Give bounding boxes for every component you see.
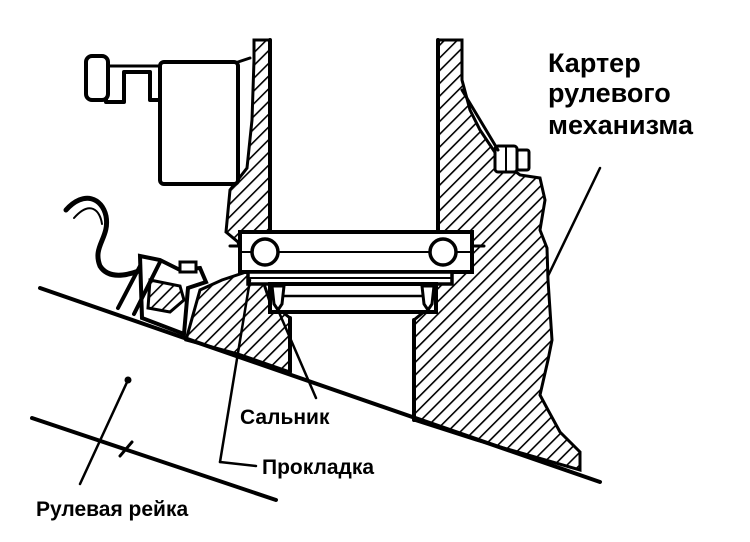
fitting-bracket xyxy=(116,253,209,337)
gasket-label: Прокладка xyxy=(262,456,374,479)
housing-label-line2: рулевого xyxy=(548,78,671,108)
bearing-ball-right xyxy=(428,237,458,267)
bolt-head-icon xyxy=(460,88,531,174)
housing-label-line1: Картер xyxy=(548,48,641,78)
housing-label-line3: механизма xyxy=(548,110,694,140)
bearing-assembly xyxy=(228,230,486,274)
hydraulic-hose xyxy=(63,195,153,278)
rack-label: Рулевая рейка xyxy=(36,498,188,521)
seal-label: Сальник xyxy=(240,406,330,429)
steering-rack xyxy=(30,286,602,502)
shaft-bore xyxy=(268,38,440,422)
valve-block xyxy=(84,54,252,186)
leader-lines xyxy=(78,166,602,486)
bearing-ball-left xyxy=(250,237,280,267)
seal-ring xyxy=(268,282,438,314)
